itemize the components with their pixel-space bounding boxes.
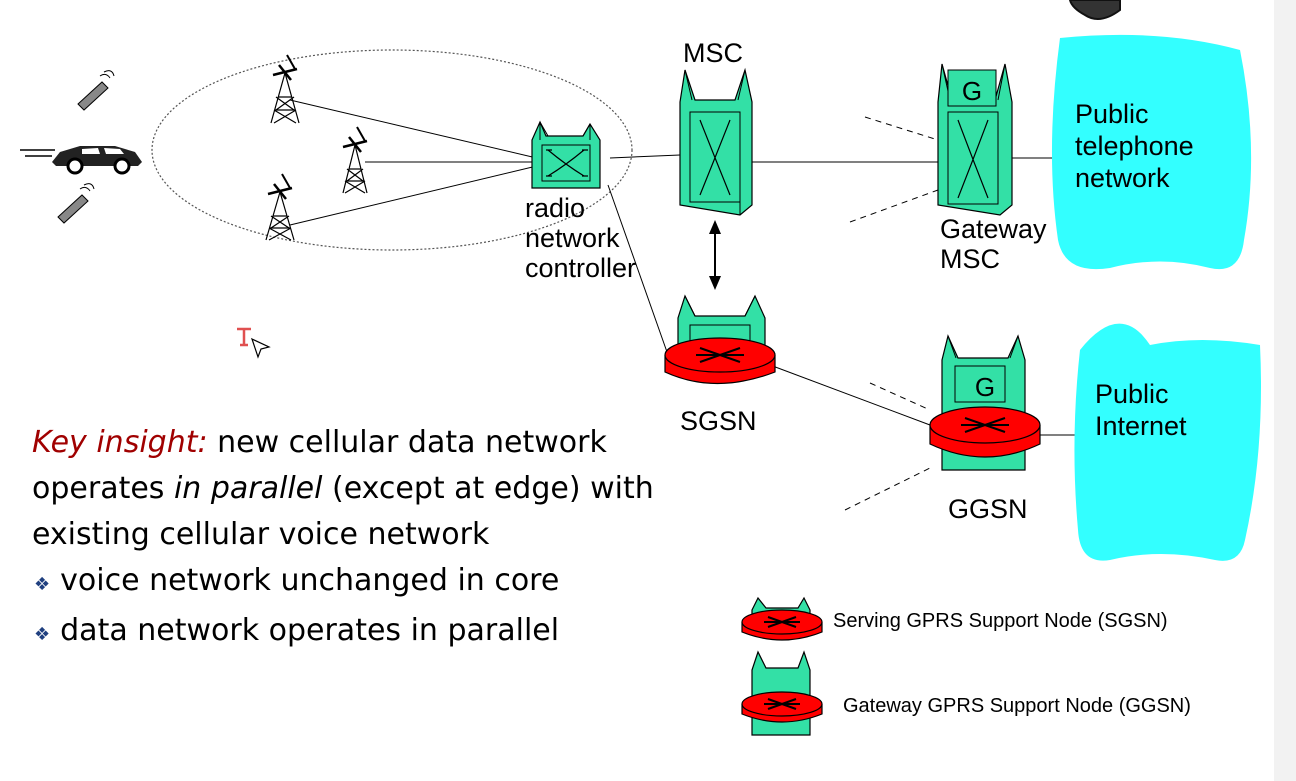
bullet-text: data network operates in parallel — [60, 613, 560, 648]
rnc-label-line-1: radio — [525, 193, 585, 223]
camera-overlay-icon — [1068, 0, 1121, 20]
sgsn-router-icon — [664, 294, 776, 385]
ggsn-label: GGSN — [948, 494, 1028, 524]
public-telephone-line-1: Public — [1075, 99, 1149, 129]
diamond-bullet-icon: ❖ — [34, 624, 51, 645]
rnc-switch-icon — [531, 120, 601, 189]
legend-sgsn-label: Serving GPRS Support Node (SGSN) — [833, 610, 1168, 632]
public-internet-cloud — [1074, 323, 1261, 561]
mobile-phone-icon — [77, 70, 115, 111]
mobile-phone-icon — [57, 183, 95, 224]
sgsn-label: SGSN — [680, 406, 757, 436]
msc-label: MSC — [683, 38, 743, 68]
ggsn-router-icon — [929, 334, 1041, 471]
scrollbar[interactable] — [1274, 0, 1296, 781]
gateway-msc-label-line-1: Gateway — [940, 214, 1047, 244]
insight-label: Key insight: — [32, 425, 208, 460]
insight-text-1: new cellular data network operates — [32, 425, 607, 506]
cell-coverage-ellipse — [151, 49, 633, 251]
dashed-links — [844, 116, 939, 511]
bullet-item: ❖ data network operates in parallel — [34, 608, 732, 658]
insight-text-2: (except at edge) with existing cellular … — [32, 471, 654, 552]
base-station-tower-icon — [265, 173, 295, 241]
public-internet-line-2: Internet — [1095, 411, 1187, 441]
base-station-tower-icon — [270, 54, 300, 124]
gateway-msc-switch-icon — [937, 63, 1013, 216]
public-telephone-line-2: telephone — [1075, 131, 1194, 161]
bullet-item: ❖ voice network unchanged in core — [34, 558, 732, 608]
legend-ggsn-label: Gateway GPRS Support Node (GGSN) — [843, 695, 1191, 717]
radio-links — [289, 99, 546, 226]
legend-sgsn-router-icon — [741, 596, 823, 641]
core-links — [607, 154, 1085, 436]
insight-paragraph: Key insight: new cellular data network o… — [32, 420, 732, 558]
public-telephone-cloud — [1051, 34, 1252, 270]
bullet-text: voice network unchanged in core — [60, 563, 560, 598]
diamond-bullet-icon: ❖ — [34, 574, 51, 595]
public-internet-line-1: Public — [1095, 379, 1169, 409]
insight-text-block: Key insight: new cellular data network o… — [32, 420, 732, 658]
insight-parallel: in parallel — [173, 471, 323, 506]
legend-ggsn-router-icon — [741, 650, 823, 736]
ggsn-g-letter: G — [975, 372, 995, 402]
msc-switch-icon — [679, 67, 753, 216]
rnc-label-line-2: network — [525, 223, 620, 253]
rnc-label-line-3: controller — [525, 253, 636, 283]
car-icon — [20, 146, 142, 175]
text-cursor-icon — [237, 327, 271, 359]
msc-sgsn-arrow — [709, 220, 721, 290]
base-station-tower-icon — [342, 126, 368, 194]
public-telephone-line-3: network — [1075, 163, 1170, 193]
gateway-msc-label-line-2: MSC — [940, 244, 1000, 274]
gateway-msc-g-letter: G — [962, 76, 982, 106]
